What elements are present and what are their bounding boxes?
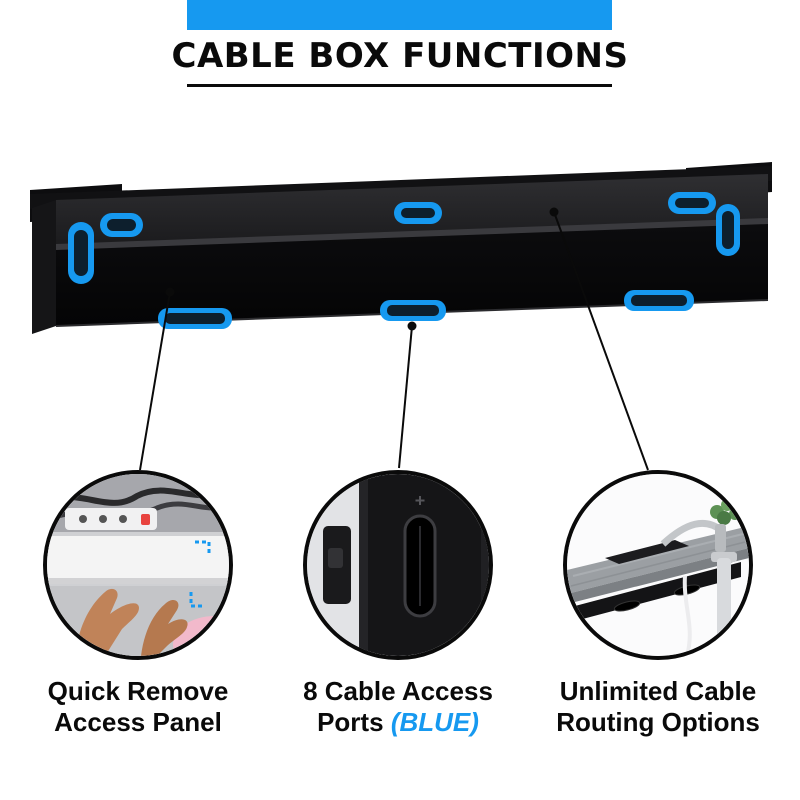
- laptop: [605, 540, 689, 564]
- bracket-clip: [328, 548, 343, 568]
- label-line-accent: (BLUE): [390, 706, 479, 737]
- panel-right-edge: [481, 474, 489, 656]
- cable-port-bottom-right: [624, 290, 694, 311]
- access-panel-shadow: [47, 578, 229, 584]
- feature-label-routing: Unlimited Cable Routing Options: [528, 676, 788, 737]
- left-end-cap: [32, 200, 56, 334]
- cable-port-right-end-vertical: [716, 204, 740, 256]
- feature-label-cable-ports: 8 Cable Access Ports(BLUE): [268, 676, 528, 737]
- label-line: Ports(BLUE): [268, 707, 528, 738]
- title-underline: [187, 84, 612, 87]
- power-strip: [65, 508, 157, 530]
- cable-port-left-end-vertical: [68, 222, 94, 284]
- feature-photo-access-panel: [43, 470, 233, 660]
- cable-port-bottom-middle: [380, 300, 446, 321]
- cable-port-top-left: [100, 213, 143, 237]
- box-port: [613, 600, 641, 612]
- label-line: Unlimited Cable: [559, 676, 757, 706]
- hand-left: [75, 588, 139, 656]
- port-slot-rim: [403, 514, 437, 618]
- access-panel: [47, 536, 229, 582]
- feature-photo-cable-port: [303, 470, 493, 660]
- label-line: Routing Options: [556, 706, 760, 737]
- label-line: 8 Cable Access: [303, 676, 493, 706]
- hand-right: [141, 599, 188, 656]
- cable-port-top-middle: [394, 202, 442, 224]
- page-title: CABLE BOX FUNCTIONS: [171, 36, 629, 76]
- label-line: Access Panel: [54, 706, 222, 737]
- screw-mark: [415, 496, 425, 505]
- desk-front-edge: [567, 548, 749, 604]
- panel-corner-marker-icon: [195, 540, 211, 556]
- hanging-cable: [682, 575, 692, 656]
- feature-label-quick-remove: Quick Remove Access Panel: [8, 676, 268, 737]
- panel-corner-marker-icon: [189, 592, 205, 608]
- feature-photo-cable-routing: [563, 470, 753, 660]
- wood-grain: [572, 533, 744, 577]
- leg-mount: [711, 552, 737, 562]
- arm-post: [715, 524, 726, 552]
- cable-box-illustration: [30, 162, 772, 334]
- desk-leg: [717, 558, 731, 656]
- cable-port-bottom-left: [158, 308, 232, 329]
- label-line-text: Ports: [317, 706, 384, 737]
- panel-edge-highlight: [359, 474, 368, 656]
- cable-port-top-right: [668, 192, 716, 214]
- label-line: Quick Remove: [47, 676, 229, 706]
- header-accent-bar: [187, 0, 612, 30]
- power-switch: [141, 514, 150, 525]
